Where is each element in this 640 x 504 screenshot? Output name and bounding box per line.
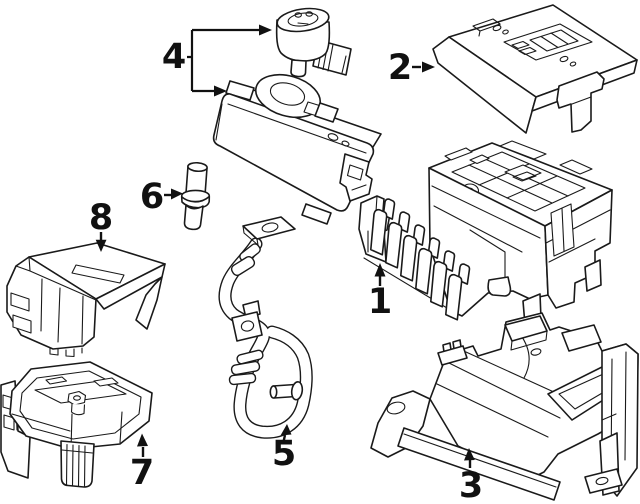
part-4-relay-sensor-drawing <box>275 7 352 78</box>
arrowhead <box>95 239 107 252</box>
part-7-lower-tray-drawing <box>0 361 153 488</box>
leader-line <box>281 434 287 445</box>
part-6-stud-drawing <box>180 161 211 231</box>
callout-7-label[interactable]: 7 <box>130 453 154 493</box>
callout-2-label[interactable]: 2 <box>388 48 412 88</box>
terminal-pegs <box>382 198 471 285</box>
cover-latch <box>556 71 605 133</box>
callout-6[interactable]: 6 <box>140 177 183 217</box>
arm-hole <box>386 401 406 415</box>
arrowhead <box>422 61 435 73</box>
part-1-fuse-block-drawing <box>358 140 613 326</box>
callout-4[interactable]: 4 <box>162 24 272 97</box>
callout-1-label[interactable]: 1 <box>368 282 392 322</box>
callout-5-label[interactable]: 5 <box>272 434 296 474</box>
callout-6-label[interactable]: 6 <box>140 177 164 217</box>
arrowhead <box>280 424 292 436</box>
callout-1[interactable]: 1 <box>368 263 392 322</box>
arrowhead <box>374 263 386 277</box>
part-3-mount-bracket-drawing <box>370 312 639 501</box>
callout-3[interactable]: 3 <box>459 448 483 504</box>
arrowhead <box>214 85 227 97</box>
arrowhead <box>259 24 272 36</box>
bracket-hole <box>240 320 255 332</box>
part-8-cover-drawing <box>6 242 166 358</box>
callout-5[interactable]: 5 <box>272 424 296 474</box>
cover-latch <box>12 314 32 334</box>
callout-8-label[interactable]: 8 <box>89 198 113 238</box>
callout-3-label[interactable]: 3 <box>459 466 483 504</box>
arrowhead <box>171 188 183 200</box>
callout-2[interactable]: 2 <box>388 48 435 88</box>
part-5-battery-cable-drawing <box>218 216 313 439</box>
part-2-fuse-box-cover-drawing <box>432 4 638 134</box>
rounded-foot <box>487 276 512 297</box>
terminal-hole <box>261 222 279 233</box>
callout-8[interactable]: 8 <box>89 198 113 252</box>
leader-line <box>187 28 260 93</box>
callout-7[interactable]: 7 <box>130 433 154 494</box>
terminal-blades <box>370 208 463 321</box>
arrowhead <box>137 433 148 447</box>
part-4-module-drawing <box>212 73 382 225</box>
tray-ribbed-foot <box>60 440 95 488</box>
cover-latch <box>10 292 30 312</box>
arrowhead <box>464 448 475 461</box>
callout-4-label[interactable]: 4 <box>162 37 186 77</box>
cover-slot <box>71 264 125 284</box>
